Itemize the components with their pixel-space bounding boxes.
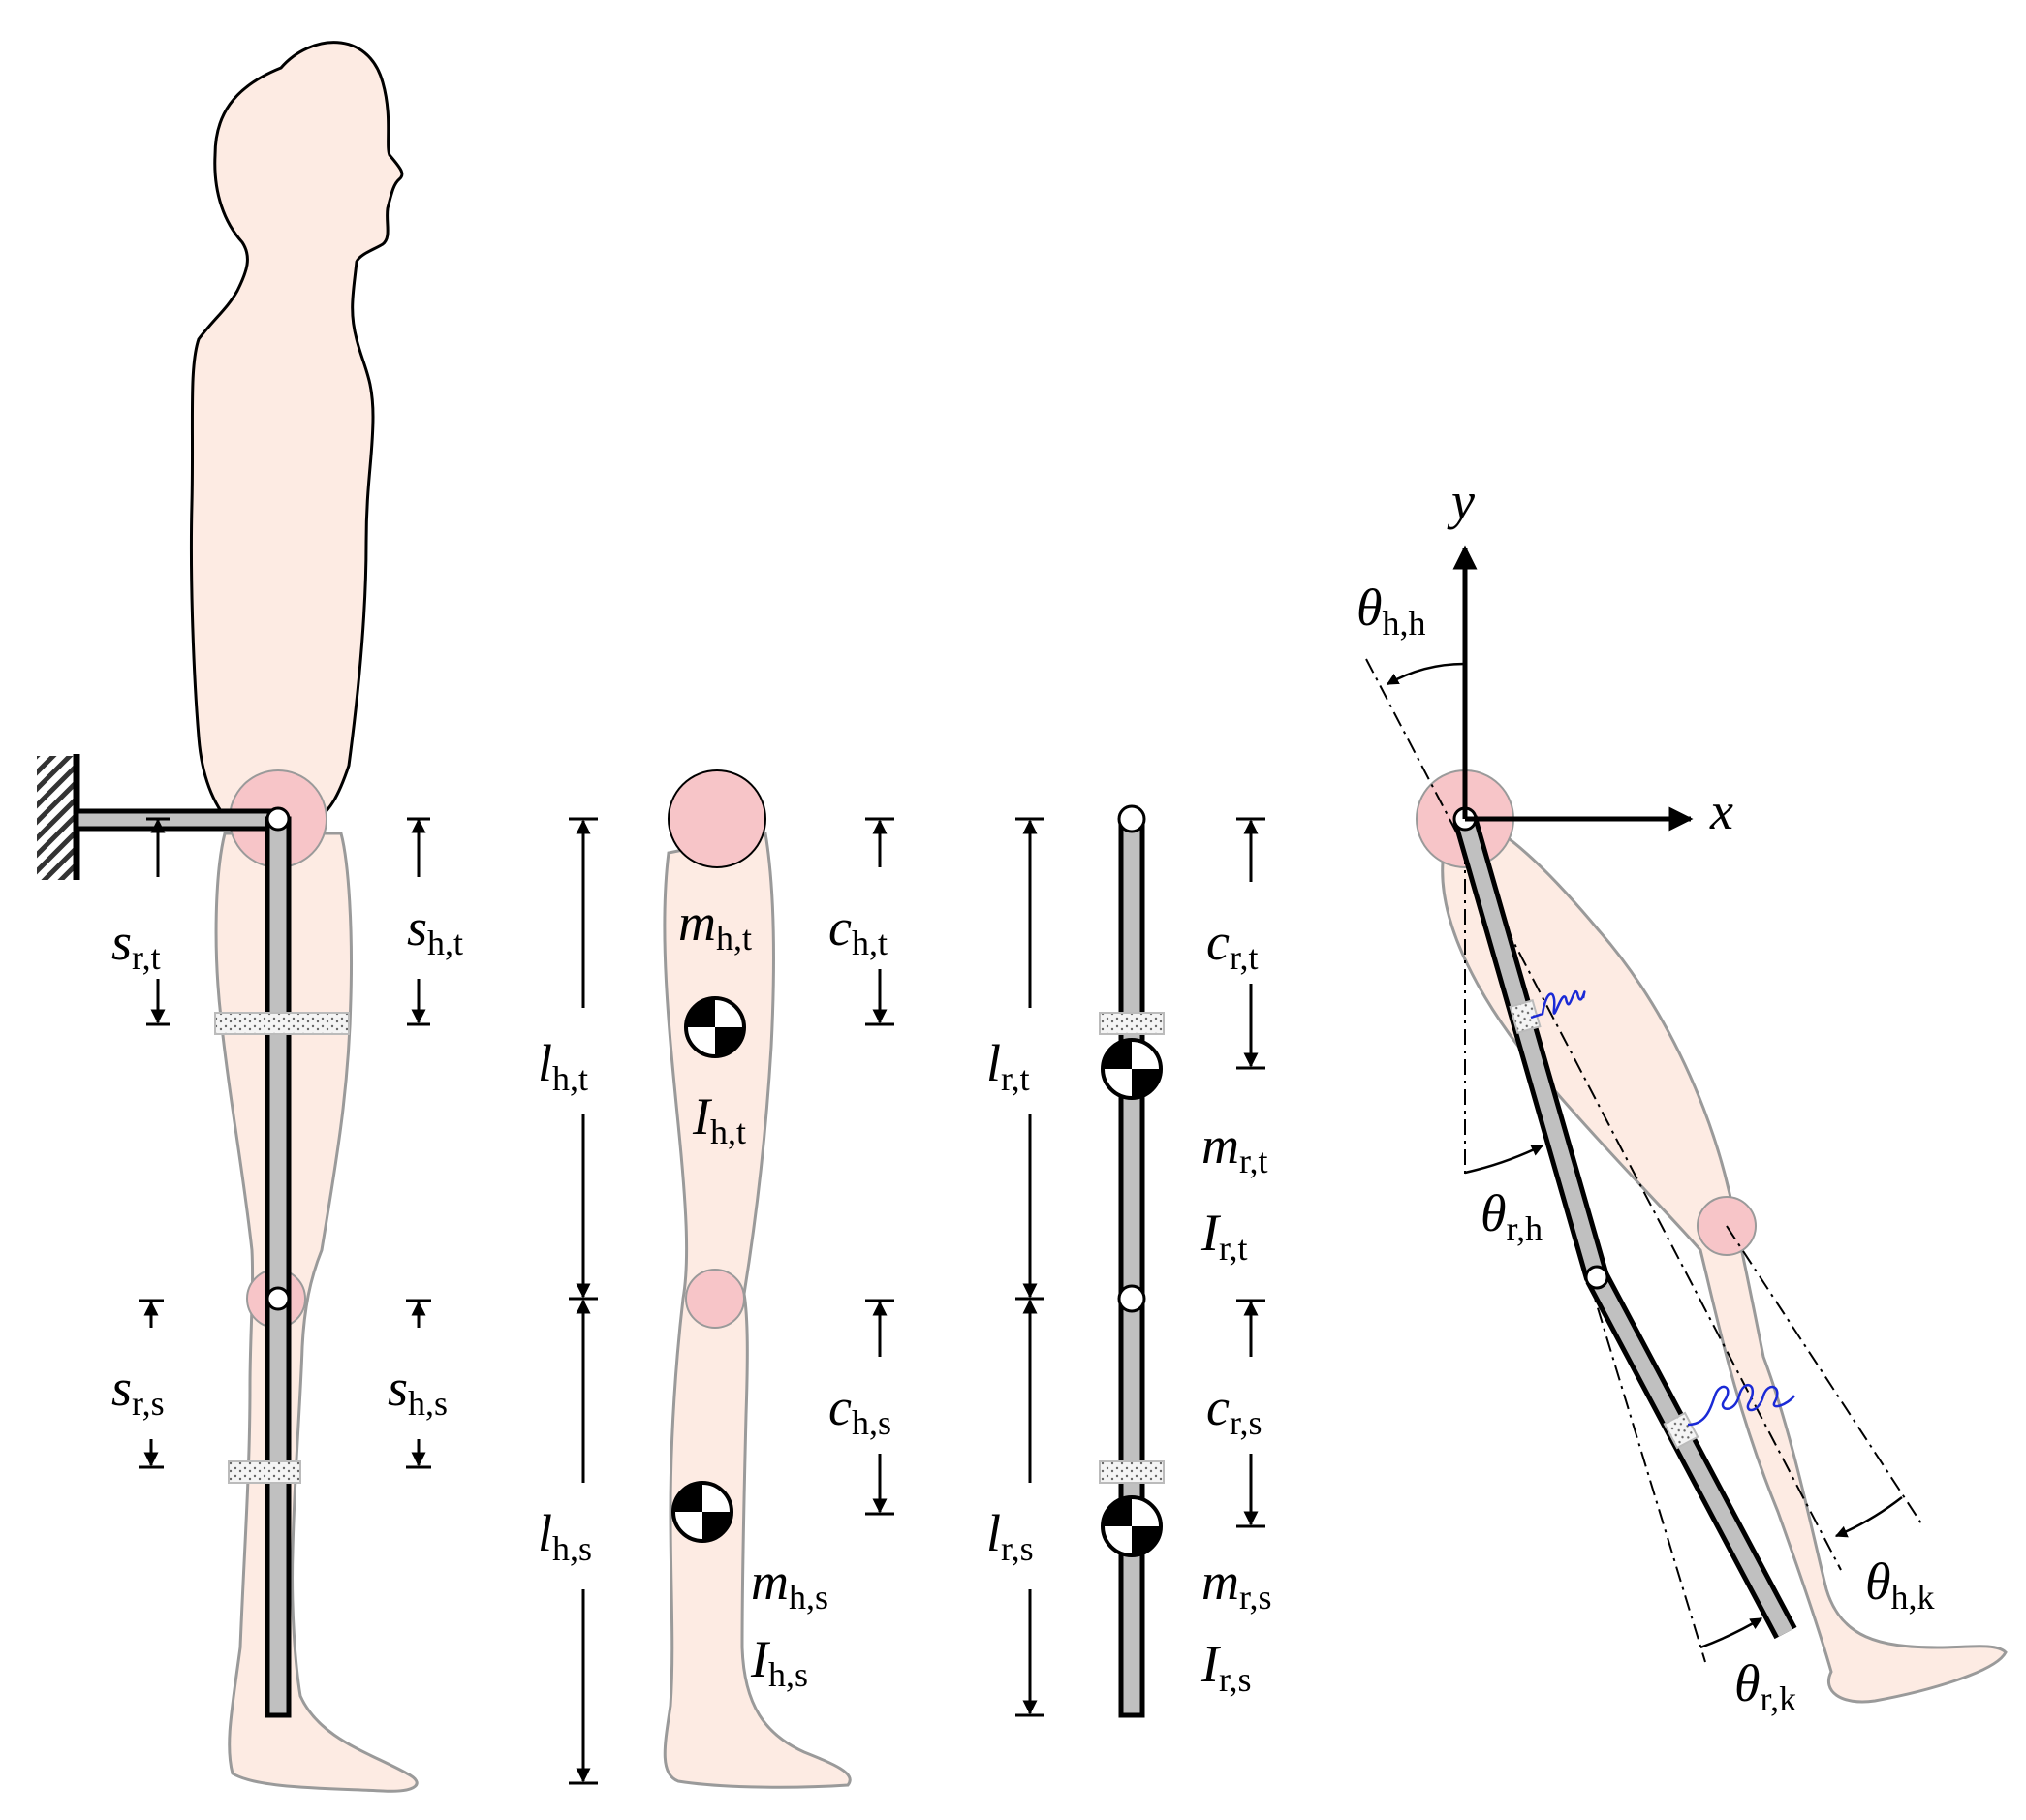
label-c-rt: cr,t: [1206, 913, 1259, 977]
robot-shank-com-symbol: [1101, 1495, 1163, 1557]
thigh-spring-icon: [1530, 989, 1586, 1020]
theta-rh-arc: [1464, 1144, 1544, 1175]
label-c-rs: cr,s: [1206, 1378, 1262, 1442]
shank-cuff: [228, 1460, 301, 1484]
robot-shank-cuff: [1099, 1460, 1165, 1484]
ref-line-human-axis: [1365, 658, 1842, 1571]
panel-human-leg: mh,t Ih,t mh,s Ih,s lh,t lh,s ch,t ch,s: [538, 769, 894, 1789]
label-s-rs: sr,s: [111, 1359, 165, 1423]
label-m-ht: mh,t: [678, 894, 752, 957]
human-leg-outline: [663, 832, 852, 1789]
panel-human-with-exoskeleton: sr,t sh,t sr,s sh,s: [37, 41, 463, 1793]
label-theta-hk: θh,k: [1865, 1553, 1935, 1616]
label-s-hs: sh,s: [388, 1359, 448, 1423]
label-m-rs: mr,s: [1201, 1553, 1272, 1616]
label-s-rt: sr,t: [111, 913, 161, 977]
robot-knee-pin: [1117, 1284, 1146, 1313]
human-knee-joint: [685, 1269, 745, 1329]
robot-thigh-cuff: [1099, 1012, 1165, 1035]
panel-angles: y x θh,h θr,h θh,k θr,k: [1356, 472, 2008, 1718]
label-theta-hh: θh,h: [1356, 579, 1426, 643]
label-theta-rk: θr,k: [1734, 1654, 1796, 1718]
knee-pin: [265, 1286, 291, 1311]
thigh-com-symbol: [684, 996, 746, 1058]
wall-hatch: [37, 756, 76, 880]
label-c-ht: ch,t: [828, 898, 888, 962]
human-leg: [214, 832, 419, 1793]
human-hip-joint: [668, 769, 766, 868]
theta-hk-arc: [1834, 1496, 1903, 1538]
label-I-rt: Ir,t: [1200, 1204, 1248, 1268]
shank-com-symbol: [671, 1481, 733, 1543]
mount-bar: [74, 808, 281, 832]
theta-hh-arc: [1386, 662, 1466, 686]
robot-thigh-com-symbol: [1101, 1038, 1163, 1100]
label-l-rt: lr,t: [986, 1034, 1030, 1098]
shank-spring-icon: [1687, 1383, 1796, 1427]
exo-shank-rod: [265, 1296, 292, 1718]
flexed-thigh-cuff: [1509, 998, 1542, 1035]
label-l-rs: lr,s: [986, 1504, 1034, 1568]
theta-rk-arc: [1699, 1616, 1763, 1649]
label-s-ht: sh,t: [407, 898, 463, 962]
flexed-knee-pin: [1584, 1265, 1609, 1290]
label-c-hs: ch,s: [828, 1378, 891, 1442]
human-body-silhouette: [189, 41, 404, 826]
flexed-human-leg: [1441, 812, 2008, 1704]
exo-thigh-rod: [265, 816, 292, 1302]
label-l-ht: lh,t: [538, 1034, 588, 1098]
label-theta-rh: θr,h: [1481, 1184, 1543, 1248]
thigh-cuff: [214, 1012, 350, 1035]
label-l-hs: lh,s: [538, 1504, 592, 1568]
label-axis-y: y: [1447, 472, 1475, 530]
label-axis-x: x: [1709, 782, 1733, 840]
flexed-robot-shank-rod: [1589, 1273, 1793, 1637]
label-m-hs: mh,s: [751, 1553, 828, 1616]
label-m-rt: mr,t: [1201, 1116, 1268, 1180]
label-I-hs: Ih,s: [750, 1630, 808, 1694]
flexed-robot-thigh-rod: [1457, 816, 1605, 1280]
label-I-rs: Ir,s: [1200, 1635, 1252, 1699]
label-I-ht: Ih,t: [692, 1087, 746, 1151]
panel-exoskeleton-rods: lr,t lr,s cr,t cr,s mr,t Ir,t mr,s Ir,s: [986, 804, 1272, 1718]
ref-line-robot-thigh-ext: [1588, 1278, 1706, 1663]
hip-pin: [265, 806, 291, 832]
robot-hip-pin: [1117, 804, 1146, 833]
